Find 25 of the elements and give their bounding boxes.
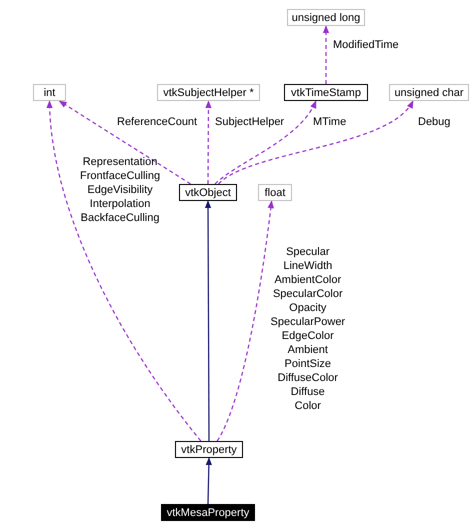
dashed-arrow	[205, 100, 212, 184]
edge-label: ModifiedTime	[333, 38, 399, 52]
dashed-arrow	[216, 200, 274, 442]
class-box: float	[258, 184, 292, 201]
class-box: unsigned char	[389, 84, 469, 101]
dashed-arrow	[322, 25, 330, 84]
edge-label: SubjectHelper	[215, 115, 284, 129]
edge-label: ReferenceCount	[117, 115, 198, 129]
class-box: int	[33, 84, 66, 101]
dashed-arrow	[218, 100, 414, 184]
dashed-arrow	[46, 100, 202, 442]
dashed-arrow	[214, 100, 316, 184]
edge-label: Representation FrontfaceCulling EdgeVisibility Interpolation BackfaceCulling	[80, 155, 160, 225]
class-box: vtkObject	[179, 184, 237, 201]
class-box: unsigned long	[287, 9, 365, 26]
class-box: vtkProperty	[175, 441, 243, 458]
arrow	[206, 457, 212, 504]
class-box: vtkTimeStamp	[284, 84, 368, 101]
arrow	[204, 200, 212, 441]
class-box: vtkMesaProperty	[161, 504, 255, 521]
dashed-arrow	[58, 100, 191, 184]
edge-label: Specular LineWidth AmbientColor SpecularColor Opacity SpecularPower EdgeColor Ambient PointSize DiffuseColor Diffuse Color	[270, 245, 346, 413]
class-box: vtkSubjectHelper *	[157, 84, 260, 101]
edge-label: Debug	[418, 115, 450, 129]
edge-label: MTime	[313, 115, 346, 129]
